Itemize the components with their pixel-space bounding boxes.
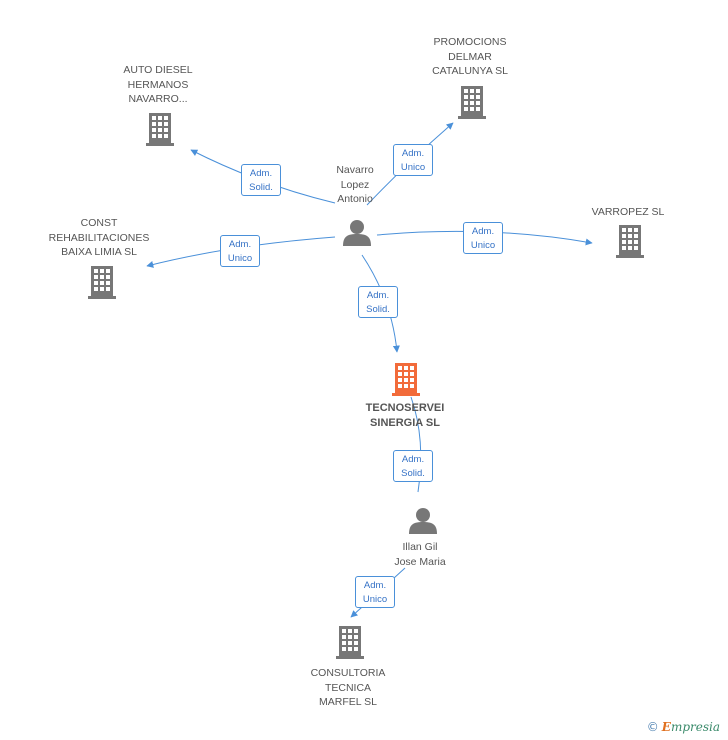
brand-initial: E bbox=[661, 720, 671, 734]
node-illan[interactable]: Illan Gil Jose Maria bbox=[394, 541, 446, 568]
node-varropez[interactable]: VARROPEZ SL bbox=[591, 206, 665, 218]
person-icon[interactable] bbox=[343, 220, 371, 246]
relation-badge-varropez[interactable]: Adm. Unico bbox=[463, 222, 503, 254]
person-icon[interactable] bbox=[409, 508, 437, 534]
building-icon[interactable] bbox=[616, 225, 644, 258]
node-promocions[interactable]: PROMOCIONS DELMAR CATALUNYA SL bbox=[432, 36, 508, 77]
building-icon[interactable] bbox=[458, 86, 486, 119]
relation-badge-const[interactable]: Adm. Unico bbox=[220, 235, 260, 267]
relation-badge-consultoria[interactable]: Adm. Unico bbox=[355, 576, 395, 608]
empresia-logo: ©Empresia bbox=[647, 720, 720, 734]
copyright-symbol: © bbox=[646, 720, 659, 734]
building-icon[interactable] bbox=[146, 113, 174, 146]
relation-badge-tecnoservei[interactable]: Adm. Solid. bbox=[358, 286, 398, 318]
relation-badge-auto[interactable]: Adm. Solid. bbox=[241, 164, 281, 196]
node-auto-diesel[interactable]: AUTO DIESEL HERMANOS NAVARRO... bbox=[123, 64, 193, 105]
building-icon[interactable] bbox=[336, 626, 364, 659]
node-consultoria[interactable]: CONSULTORIA TECNICA MARFEL SL bbox=[310, 667, 386, 708]
node-navarro[interactable]: Navarro Lopez Antonio bbox=[336, 164, 374, 205]
node-const-rehabilitaciones[interactable]: CONST REHABILITACIONES BAIXA LIMIA SL bbox=[48, 217, 150, 258]
relation-badge-illan[interactable]: Adm. Solid. bbox=[393, 450, 433, 482]
relation-badge-promocions[interactable]: Adm. Unico bbox=[393, 144, 433, 176]
building-icon[interactable] bbox=[88, 266, 116, 299]
node-tecnoservei[interactable]: TECNOSERVEI SINERGIA SL bbox=[365, 402, 445, 429]
brand-name: mpresia bbox=[670, 720, 720, 734]
building-icon[interactable] bbox=[392, 363, 420, 396]
